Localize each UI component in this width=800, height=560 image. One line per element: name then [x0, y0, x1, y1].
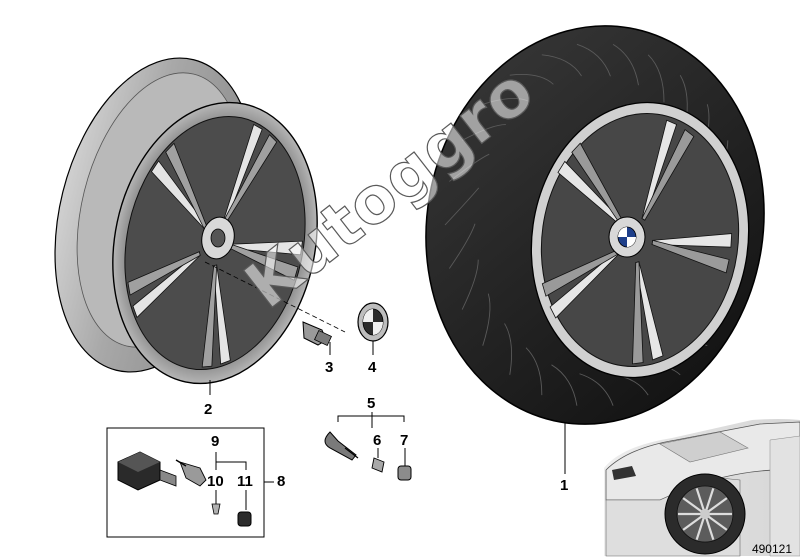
tread-groove	[504, 323, 513, 375]
tread-groove	[482, 97, 528, 105]
valve-kit-drawing	[324, 412, 412, 481]
tread-groove	[482, 293, 491, 346]
spoke	[641, 128, 695, 221]
callout-sensor-cap[interactable]: 11	[237, 473, 253, 490]
callout-valve-kit[interactable]: 5	[367, 395, 376, 412]
callout-sensor-screw[interactable]: 10	[207, 473, 224, 490]
tread-groove	[541, 54, 582, 77]
tread-groove	[551, 364, 578, 406]
callout-valve-insert[interactable]: 6	[373, 432, 382, 449]
callout-valve[interactable]: 3	[325, 359, 334, 376]
hub-cap-drawing	[357, 302, 389, 355]
complete-wheel-drawing	[425, 25, 765, 474]
tread-groove	[449, 153, 490, 182]
spoke	[632, 261, 644, 365]
tread-groove	[576, 43, 611, 77]
callout-sensor-valve[interactable]: 9	[211, 433, 220, 450]
reference-number: 490121	[751, 542, 792, 556]
tread-groove	[461, 124, 506, 141]
car-thumbnail	[604, 419, 800, 557]
tread-groove	[525, 347, 543, 396]
callout-valve-cap[interactable]: 7	[400, 432, 409, 449]
rim-drawing	[54, 57, 346, 395]
tread-groove	[509, 74, 554, 85]
tread-groove	[647, 54, 665, 103]
spoke	[651, 239, 730, 274]
rdc-sensor-box	[106, 427, 274, 538]
callout-tire-wheel[interactable]: 1	[560, 477, 569, 494]
callout-rim[interactable]: 2	[204, 401, 213, 418]
valve-drawing	[302, 321, 332, 355]
tread-groove	[612, 43, 639, 86]
spoke	[127, 251, 201, 296]
spoke	[201, 264, 218, 368]
tread-groove	[579, 373, 614, 406]
tread-groove	[444, 187, 480, 226]
tread-groove	[461, 259, 479, 310]
tread-groove	[448, 223, 476, 269]
callout-hub-cap[interactable]: 4	[368, 359, 377, 376]
callout-rdc-sensor[interactable]: 8	[277, 473, 286, 490]
